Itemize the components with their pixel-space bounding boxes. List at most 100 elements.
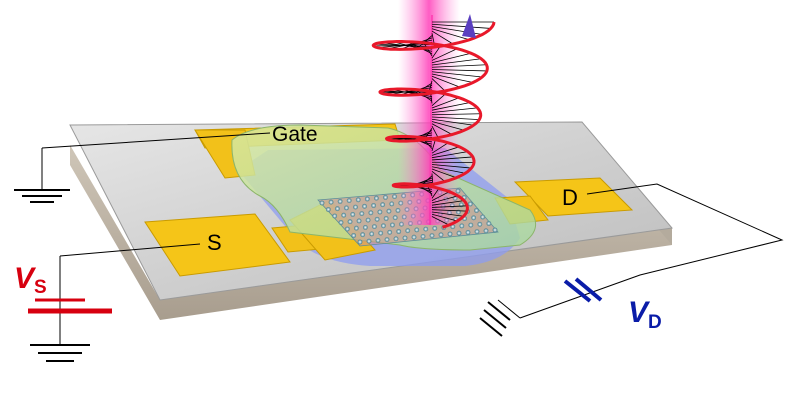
- lattice-atom: [393, 236, 399, 242]
- helix-spoke: [431, 52, 472, 64]
- lattice-atom: [374, 195, 379, 201]
- helix-spoke: [431, 166, 466, 174]
- helix-spoke: [431, 71, 483, 78]
- lattice-atom: [405, 228, 411, 234]
- lattice-atom: [392, 194, 397, 200]
- helix-spoke: [431, 93, 446, 106]
- vs-label: V S: [14, 262, 47, 298]
- helix-spoke: [431, 30, 454, 45]
- lattice-atom: [353, 225, 359, 231]
- lattice-atom: [351, 233, 357, 238]
- lattice-atom: [420, 234, 426, 239]
- lattice-atom: [438, 232, 444, 238]
- lattice-atom: [402, 235, 408, 241]
- helix-spoke: [431, 64, 487, 68]
- source-circuit: V S: [14, 256, 112, 362]
- gate-label: Gate: [272, 123, 318, 146]
- lattice-atom: [380, 202, 386, 208]
- lattice-atom: [467, 201, 473, 207]
- helix-spoke: [431, 139, 436, 152]
- helix-spoke: [431, 73, 474, 83]
- vd-label-main: V: [628, 296, 651, 329]
- helix-spoke: [431, 23, 491, 29]
- helix-spoke: [431, 107, 478, 113]
- lattice-atom: [468, 222, 474, 228]
- lattice-atom: [366, 238, 372, 244]
- lattice-atom: [362, 203, 367, 209]
- beam-axis: [429, 14, 433, 226]
- helix-spoke: [431, 173, 434, 185]
- helix-spoke: [431, 125, 439, 138]
- lattice-atom: [384, 237, 390, 243]
- lattice-atom: [362, 225, 368, 230]
- drain-circuit: V D: [479, 277, 662, 337]
- source-leader-line: [59, 243, 201, 257]
- helix-spoke: [431, 78, 446, 92]
- lattice-atom: [492, 227, 498, 233]
- helix-spoke: [431, 102, 471, 111]
- helix-spoke: [431, 168, 457, 179]
- helix-spoke: [431, 213, 458, 222]
- source-label-group: S: [59, 230, 222, 257]
- lattice-atom: [338, 220, 344, 225]
- helix-spoke: [431, 58, 482, 66]
- helix-spoke: [431, 191, 450, 202]
- lattice-atom: [350, 212, 356, 217]
- substrate-front-side: [70, 145, 672, 320]
- lattice-atom: [474, 229, 480, 235]
- lattice-atom: [383, 216, 389, 221]
- helix-spoke: [431, 146, 460, 156]
- lattice-atom: [465, 230, 471, 235]
- helix-spoke: [392, 41, 433, 52]
- lattice-atom: [319, 200, 325, 206]
- helix-spoke: [431, 195, 459, 204]
- source-ground-icon: [30, 344, 90, 362]
- helix-spoke: [431, 188, 440, 199]
- lattice-atom: [447, 231, 453, 237]
- helix-spoke: [431, 156, 473, 161]
- lattice-atom: [477, 221, 483, 227]
- lattice-atom: [353, 204, 358, 210]
- helix-spoke: [431, 205, 468, 208]
- lattice-atom: [377, 209, 383, 215]
- circularly-polarized-light-icon: [371, 14, 496, 229]
- lattice-atom: [375, 238, 381, 243]
- helix-spoke: [431, 121, 465, 131]
- lattice-atom: [386, 208, 392, 214]
- gate-leader-line: [41, 132, 271, 149]
- helix-spoke: [431, 151, 468, 159]
- drain-wire: [519, 183, 784, 319]
- lattice-atom: [474, 208, 479, 213]
- lattice-atom: [332, 213, 338, 219]
- vd-label: V D: [628, 296, 662, 333]
- lattice-atom: [383, 195, 388, 200]
- helix-spoke: [431, 170, 446, 182]
- lattice-atom: [355, 197, 361, 203]
- capacitor-icon: [563, 277, 603, 303]
- lattice-atom: [414, 227, 420, 233]
- source-label: S: [207, 230, 222, 255]
- helix-spoke: [431, 209, 467, 212]
- lattice-atom: [357, 239, 363, 245]
- drain-ground-icon: [479, 299, 521, 337]
- lattice-atom: [368, 210, 374, 216]
- battery-icon: [28, 298, 112, 314]
- helix-curve: [371, 21, 496, 229]
- vs-label-sub: S: [34, 277, 47, 298]
- lattice-atom: [374, 216, 380, 222]
- helix-spoke: [390, 88, 433, 98]
- lattice-atom: [344, 226, 350, 232]
- helix-spoke: [431, 142, 449, 154]
- helix-spoke: [431, 28, 470, 41]
- lattice-atom: [344, 205, 349, 211]
- lattice-atom: [483, 228, 489, 234]
- lattice-atom: [369, 231, 375, 237]
- lattice-atom: [486, 221, 492, 226]
- helix-spoke: [431, 164, 472, 169]
- helix-spoke: [431, 216, 450, 226]
- lattice-atom: [341, 212, 347, 218]
- lattice-atom: [372, 224, 377, 230]
- lattice-atom: [387, 229, 393, 235]
- lattice-atom: [337, 199, 343, 204]
